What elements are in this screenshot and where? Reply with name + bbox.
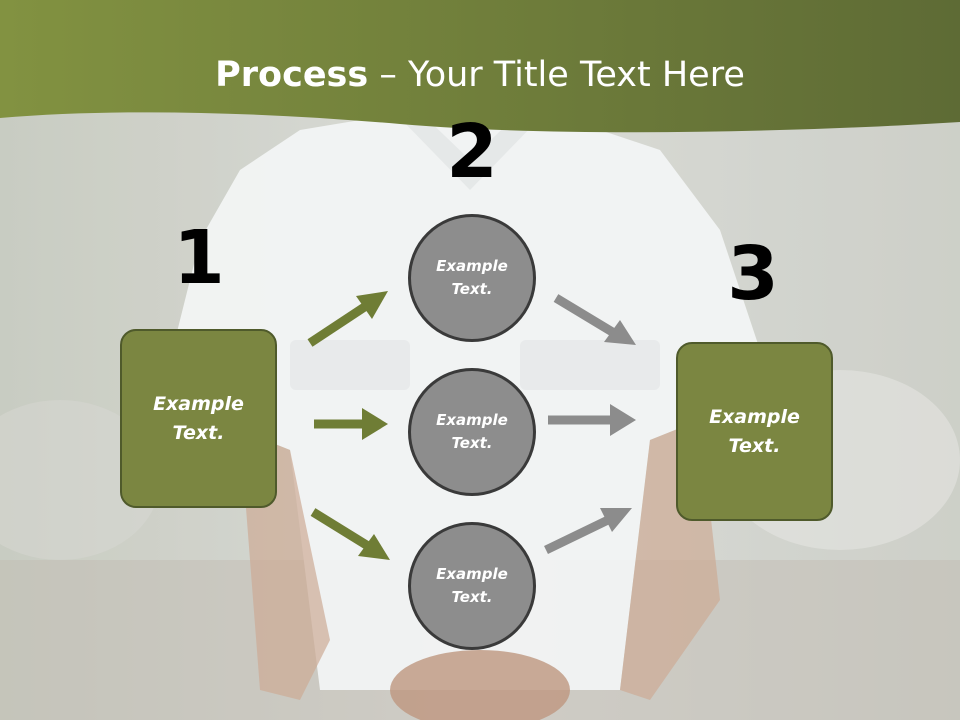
step-number-2: 2 (446, 109, 498, 195)
left-step-box: Example Text. (120, 329, 277, 508)
left-box-line1: Example (153, 392, 244, 415)
step-number-1: 1 (173, 215, 225, 301)
left-box-line2: Text. (172, 421, 225, 444)
circle-top-line1: Example (436, 257, 508, 275)
right-step-box: Example Text. (676, 342, 833, 521)
middle-circle-bottom: Example Text. (408, 522, 536, 650)
title-bold: Process (215, 55, 369, 95)
right-box-line1: Example (709, 405, 800, 428)
middle-circle-center: Example Text. (408, 368, 536, 496)
circle-center-line1: Example (436, 411, 508, 429)
step-number-3: 3 (727, 231, 779, 317)
circle-bottom-line2: Text. (451, 588, 493, 606)
right-box-line2: Text. (728, 434, 781, 457)
slide-title: Process – Your Title Text Here (0, 52, 960, 98)
title-rest: – Your Title Text Here (368, 55, 745, 95)
circle-bottom-line1: Example (436, 565, 508, 583)
circle-top-line2: Text. (451, 280, 493, 298)
middle-circle-top: Example Text. (408, 214, 536, 342)
circle-center-line2: Text. (451, 434, 493, 452)
